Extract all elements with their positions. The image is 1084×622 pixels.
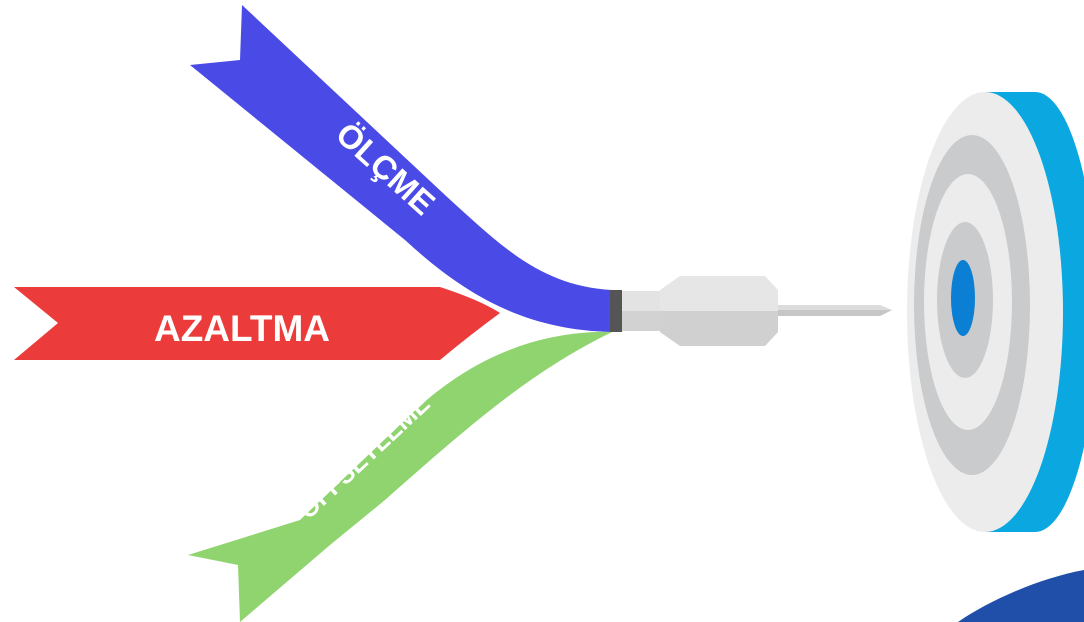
dart-barrel-shade: [660, 311, 778, 346]
dart-needle-shade: [778, 310, 892, 316]
dart-neck-shade: [622, 311, 672, 331]
ribbon-azaltma-shape: [14, 287, 500, 360]
ribbon-azaltma-label: AZALTMA: [154, 308, 330, 349]
ribbon-olcme: ÖLÇME: [190, 5, 612, 332]
ribbon-azaltma: AZALTMA: [14, 287, 500, 360]
target-bullseye: [951, 260, 975, 336]
dart-collar: [610, 290, 622, 332]
target-icon: [907, 92, 1084, 532]
corner-shape: [958, 570, 1084, 622]
dart-icon: [610, 276, 892, 346]
ribbon-offsetleme: OFFSETLEME: [188, 331, 612, 622]
ribbon-olcme-shape: [190, 5, 612, 332]
ribbon-offsetleme-shape: [188, 331, 612, 622]
